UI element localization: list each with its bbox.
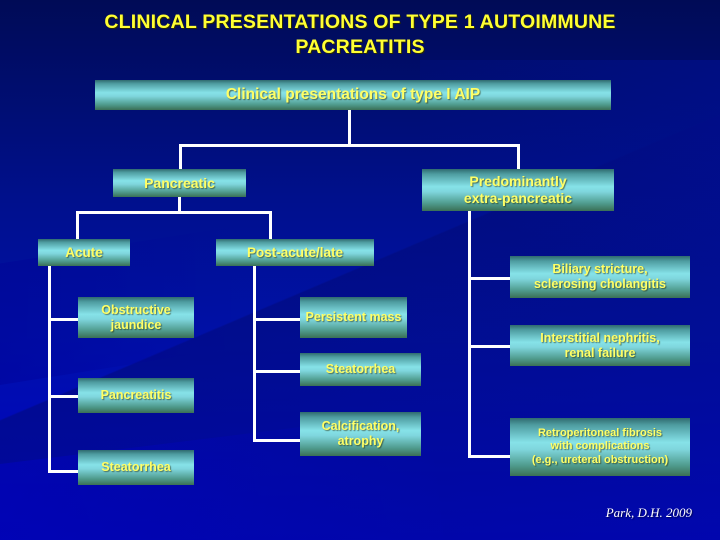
node-post-acute-late: Post-acute/late: [216, 239, 374, 266]
node-interstitial-nephritis-line-2: renal failure: [564, 345, 636, 360]
node-persistent-mass: Persistent mass: [300, 297, 407, 338]
node-interstitial-nephritis: Interstitial nephritis, renal failure: [510, 325, 690, 366]
node-retroperitoneal-fibrosis-line-3: (e.g., ureteral obstruction): [531, 453, 669, 466]
node-predominantly-extra-pancreatic: Predominantly extra-pancreatic: [422, 169, 614, 211]
connector-root-bus: [179, 144, 520, 147]
connector-acute-to-obstructive-jaundice: [48, 318, 78, 321]
node-extra-pancreatic-line-2: extra-pancreatic: [463, 190, 573, 206]
connector-post-acute-trunk: [253, 266, 256, 442]
node-obstructive-jaundice: Obstructive jaundice: [78, 297, 194, 338]
node-calcification-atrophy: Calcification, atrophy: [300, 412, 421, 456]
page-title-line-1: CLINICAL PRESENTATIONS OF TYPE 1 AUTOIMM…: [104, 11, 616, 33]
connector-pancreatic-to-acute: [76, 211, 79, 239]
node-interstitial-nephritis-line-1: Interstitial nephritis,: [540, 330, 660, 345]
connector-root-to-pancreatic: [179, 144, 182, 169]
connector-post-acute-to-steatorrhea: [253, 370, 300, 373]
attribution-credit: Park, D.H. 2009: [605, 505, 692, 520]
node-biliary-stricture-line-2: sclerosing cholangitis: [534, 277, 666, 291]
node-root: Clinical presentations of type I AIP: [95, 80, 611, 110]
connector-extra-to-biliary-stricture: [468, 277, 513, 280]
node-acute-steatorrhea: Steatorrhea: [78, 450, 194, 485]
node-extra-pancreatic-line-1: Predominantly: [469, 173, 567, 189]
node-retroperitoneal-fibrosis: Retroperitoneal fibrosis with complicati…: [510, 418, 690, 476]
background-diagonal-band-right: [420, 60, 720, 420]
connector-post-acute-to-calcification: [253, 439, 300, 442]
connector-acute-to-steatorrhea: [48, 470, 78, 473]
connector-root-stem: [348, 110, 351, 146]
node-acute: Acute: [38, 239, 130, 266]
node-biliary-stricture-line-1: Biliary stricture,: [552, 262, 648, 276]
connector-acute-to-pancreatitis: [48, 395, 78, 398]
node-retroperitoneal-fibrosis-line-2: with complications: [550, 440, 650, 453]
connector-post-acute-to-persistent-mass: [253, 318, 300, 321]
connector-root-to-extrapancreatic: [517, 144, 520, 169]
node-pancreatitis: Pancreatitis: [78, 378, 194, 413]
node-biliary-stricture: Biliary stricture, sclerosing cholangiti…: [510, 256, 690, 298]
page-title: CLINICAL PRESENTATIONS OF TYPE 1 AUTOIMM…: [0, 10, 720, 60]
connector-pancreatic-to-post-acute: [269, 211, 272, 239]
connector-acute-trunk: [48, 266, 51, 473]
connector-extra-to-retroperitoneal-fibrosis: [468, 455, 513, 458]
connector-extra-to-interstitial-nephritis: [468, 345, 513, 348]
node-post-acute-steatorrhea: Steatorrhea: [300, 353, 421, 386]
node-pancreatic: Pancreatic: [113, 169, 246, 197]
node-retroperitoneal-fibrosis-line-1: Retroperitoneal fibrosis: [537, 426, 663, 439]
connector-pancreatic-stem: [178, 197, 181, 213]
connector-extra-pancreatic-trunk: [468, 211, 471, 458]
connector-pancreatic-bus: [76, 211, 272, 214]
page-title-line-2: PACREATITIS: [295, 36, 425, 58]
